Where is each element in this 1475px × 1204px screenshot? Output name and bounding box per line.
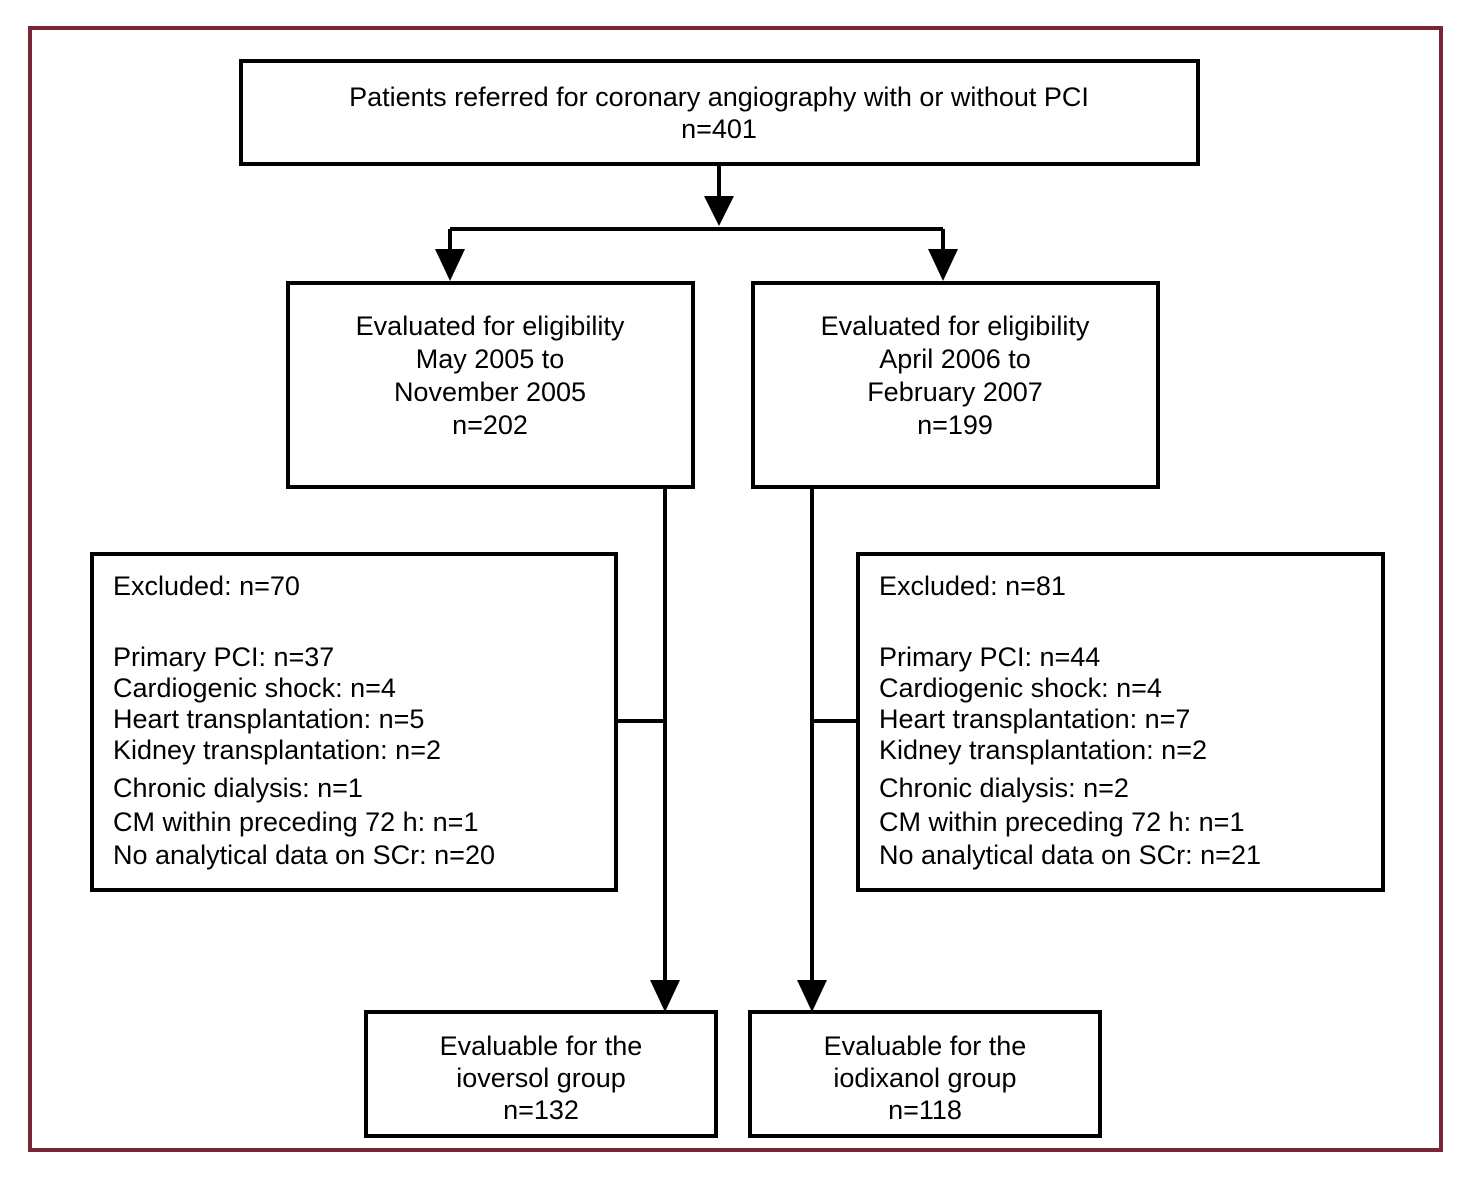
evaluable-left-line-2: ioversol group bbox=[456, 1063, 626, 1093]
excluded-right-reason-1: Primary PCI: n=44 bbox=[879, 642, 1100, 672]
excluded-left-reason-2: Cardiogenic shock: n=4 bbox=[113, 673, 396, 703]
excluded-right-reason-2: Cardiogenic shock: n=4 bbox=[879, 673, 1162, 703]
excluded-right-reason-5: Chronic dialysis: n=2 bbox=[879, 773, 1129, 803]
box-evaluated-eligibility-right bbox=[751, 281, 1160, 489]
eligibility-right-line-1: Evaluated for eligibility bbox=[821, 311, 1090, 341]
excluded-right-reason-3: Heart transplantation: n=7 bbox=[879, 704, 1190, 734]
evaluable-left-line-3: n=132 bbox=[503, 1095, 579, 1125]
eligibility-right-line-2: April 2006 to bbox=[879, 344, 1031, 374]
excluded-left-reason-5: Chronic dialysis: n=1 bbox=[113, 773, 363, 803]
box-evaluable-iodixanol bbox=[748, 1010, 1102, 1138]
evaluable-right-line-3: n=118 bbox=[888, 1095, 962, 1125]
arrowhead-eligibility-right bbox=[928, 249, 958, 281]
excluded-left-reason-6: CM within preceding 72 h: n=1 bbox=[113, 807, 478, 837]
eligibility-left-line-4: n=202 bbox=[452, 410, 528, 440]
excluded-right-heading: Excluded: n=81 bbox=[879, 571, 1066, 601]
eligibility-left-line-3: November 2005 bbox=[394, 377, 586, 407]
arrowhead-evaluable-right bbox=[797, 980, 827, 1012]
excluded-left-heading: Excluded: n=70 bbox=[113, 571, 300, 601]
box-excluded-right bbox=[856, 552, 1385, 892]
excluded-left-reason-7: No analytical data on SCr: n=20 bbox=[113, 840, 495, 870]
evaluable-right-line-2: iodixanol group bbox=[833, 1063, 1016, 1093]
eligibility-right-line-3: February 2007 bbox=[867, 377, 1043, 407]
arrowhead-split bbox=[704, 196, 734, 226]
eligibility-right-line-4: n=199 bbox=[917, 410, 993, 440]
box-patients-referred bbox=[239, 59, 1200, 166]
excluded-right-reason-6: CM within preceding 72 h: n=1 bbox=[879, 807, 1244, 837]
excluded-right-reason-4: Kidney transplantation: n=2 bbox=[879, 735, 1207, 765]
evaluable-right-line-1: Evaluable for the bbox=[824, 1031, 1027, 1061]
evaluable-left-line-1: Evaluable for the bbox=[440, 1031, 643, 1061]
figure-border bbox=[28, 26, 1443, 1152]
arrowhead-evaluable-left bbox=[650, 980, 680, 1012]
eligibility-left-line-1: Evaluated for eligibility bbox=[356, 311, 625, 341]
excluded-right-reason-7: No analytical data on SCr: n=21 bbox=[879, 840, 1261, 870]
excluded-left-reason-3: Heart transplantation: n=5 bbox=[113, 704, 424, 734]
box-evaluable-ioversol bbox=[364, 1010, 718, 1138]
eligibility-left-line-2: May 2005 to bbox=[416, 344, 565, 374]
patients-referred-line-1: Patients referred for coronary angiograp… bbox=[349, 82, 1089, 112]
arrowhead-eligibility-left bbox=[435, 249, 465, 281]
patients-referred-line-2: n=401 bbox=[681, 114, 757, 144]
excluded-left-reason-4: Kidney transplantation: n=2 bbox=[113, 735, 441, 765]
excluded-left-reason-1: Primary PCI: n=37 bbox=[113, 642, 334, 672]
box-evaluated-eligibility-left bbox=[286, 281, 695, 489]
box-excluded-left bbox=[90, 552, 618, 892]
